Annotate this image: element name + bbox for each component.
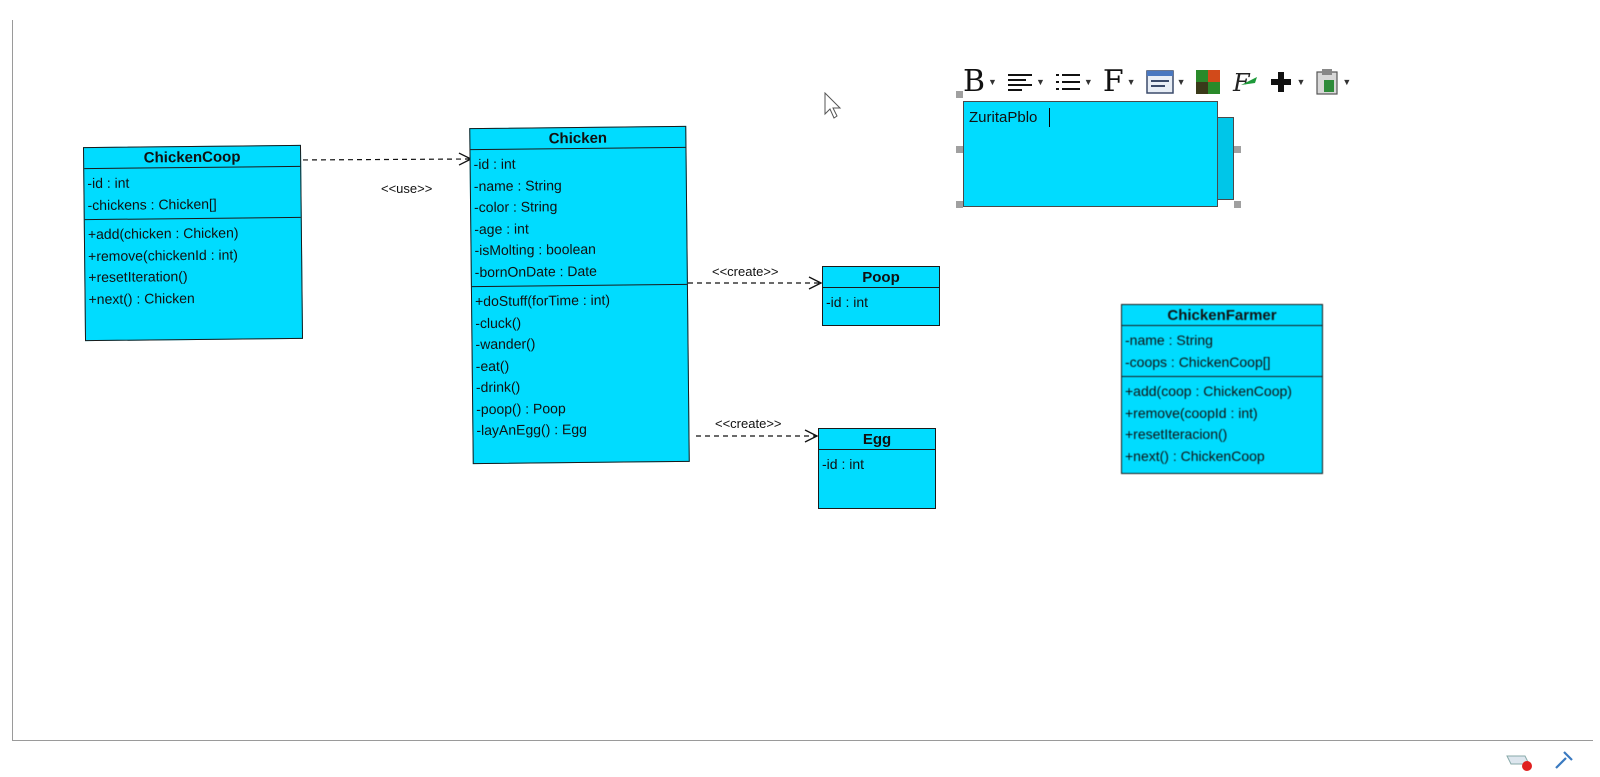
text-caret — [1049, 108, 1050, 127]
create-label-poop: <<create>> — [712, 264, 779, 279]
operation: +next() : ChickenCoop — [1125, 447, 1265, 464]
bold-icon: B — [963, 64, 986, 99]
format-button[interactable]: ▼ — [1145, 70, 1186, 94]
attributes-section: -id : int — [823, 288, 939, 317]
mouse-pointer-icon — [824, 92, 842, 119]
operations-section: +add(coop : ChickenCoop) +remove(coopId … — [1122, 377, 1322, 470]
attribute: -bornOnDate : Date — [474, 262, 597, 280]
chevron-down-icon: ▼ — [1035, 77, 1045, 87]
class-name: ChickenFarmer — [1122, 305, 1322, 326]
diagram-canvas[interactable] — [12, 20, 1593, 741]
list-button[interactable]: ▼ — [1055, 71, 1093, 93]
attribute: -id : int — [822, 456, 865, 472]
operations-section: +add(chicken : Chicken) +remove(chickenI… — [85, 218, 302, 313]
note-element[interactable]: ZuritaPblo — [963, 101, 1218, 207]
chevron-down-icon: ▼ — [1296, 77, 1306, 87]
svg-text:F: F — [1232, 69, 1251, 95]
operation: -drink() — [475, 378, 521, 396]
resize-handle-bl[interactable] — [956, 201, 963, 208]
operation: -eat() — [475, 357, 510, 374]
style-icon: F — [1232, 69, 1258, 95]
operation: +resetIteracion() — [1125, 426, 1228, 442]
operation: -cluck() — [475, 314, 522, 331]
attribute: -color : String — [473, 198, 558, 216]
color-icon — [1196, 70, 1221, 94]
operation: +resetIteration() — [88, 268, 188, 286]
attribute: -id : int — [473, 155, 516, 173]
font-icon: F — [1102, 64, 1124, 99]
pin-icon[interactable] — [1552, 748, 1576, 772]
class-name: Egg — [819, 429, 935, 450]
resize-handle-ml[interactable] — [956, 146, 963, 153]
text-format-toolbar: B ▼ ▼ ▼ F ▼ ▼ — [963, 62, 1433, 102]
operation: +add(coop : ChickenCoop) — [1125, 383, 1292, 399]
font-button[interactable]: F ▼ — [1103, 67, 1136, 97]
paste-icon — [1316, 69, 1339, 95]
attributes-section: -name : String -coops : ChickenCoop[] — [1122, 326, 1322, 377]
class-poop[interactable]: Poop -id : int — [822, 266, 940, 326]
operations-section: +doStuff(forTime : int) -cluck() -wander… — [472, 285, 689, 445]
resize-handle-br[interactable] — [1234, 201, 1241, 208]
resize-handle-tl[interactable] — [956, 91, 963, 98]
class-chickenfarmer[interactable]: ChickenFarmer -name : String -coops : Ch… — [1121, 304, 1323, 474]
class-chickencoop[interactable]: ChickenCoop -id : int -chickens : Chicke… — [82, 144, 304, 342]
chevron-down-icon: ▼ — [988, 77, 997, 87]
attribute: -isMolting : boolean — [474, 240, 597, 259]
operation: -wander() — [475, 335, 536, 353]
use-label: <<use>> — [381, 181, 433, 196]
style-button[interactable]: F — [1231, 69, 1259, 95]
class-egg[interactable]: Egg -id : int — [818, 428, 936, 509]
format-icon — [1145, 70, 1174, 94]
resize-handle-mr[interactable] — [1234, 146, 1241, 153]
operation: +doStuff(forTime : int) — [474, 291, 611, 310]
class-name: Poop — [823, 267, 939, 288]
note-text[interactable]: ZuritaPblo — [969, 109, 1038, 126]
chevron-down-icon: ▼ — [1342, 77, 1352, 87]
operation: +remove(coopId : int) — [1125, 404, 1258, 421]
add-icon — [1271, 72, 1292, 92]
color-button[interactable] — [1195, 69, 1221, 95]
attribute: -id : int — [826, 294, 869, 310]
attribute: -chickens : Chicken[] — [87, 195, 217, 213]
attributes-section: -id : int -name : String -color : String… — [470, 147, 687, 288]
class-name: ChickenCoop — [84, 145, 301, 170]
operation: +next() : Chicken — [88, 289, 195, 307]
attribute: -name : String — [473, 176, 562, 194]
align-button[interactable]: ▼ — [1007, 71, 1045, 93]
operation: +remove(chickenId : int) — [88, 246, 238, 264]
attribute: -id : int — [87, 174, 130, 192]
operation: -layAnEgg() : Egg — [476, 420, 587, 439]
note-fold — [1218, 117, 1234, 200]
attribute: -name : String — [1125, 332, 1213, 348]
attribute: -age : int — [474, 220, 529, 237]
chevron-down-icon: ▼ — [1083, 77, 1093, 87]
operation: +add(chicken : Chicken) — [87, 224, 239, 243]
attributes-section: -id : int — [819, 450, 935, 479]
list-icon — [1055, 74, 1080, 90]
attribute: -coops : ChickenCoop[] — [1125, 353, 1271, 370]
class-chicken[interactable]: Chicken -id : int -name : String -color … — [469, 125, 690, 465]
tray-app-icon[interactable] — [1505, 750, 1535, 772]
class-name: Chicken — [470, 126, 686, 151]
operation: -poop() : Poop — [476, 399, 566, 417]
paste-button[interactable]: ▼ — [1315, 68, 1351, 96]
create-label-egg: <<create>> — [715, 416, 782, 431]
attributes-section: -id : int -chickens : Chicken[] — [84, 166, 301, 221]
add-button[interactable]: ▼ — [1269, 70, 1305, 94]
chevron-down-icon: ▼ — [1126, 77, 1136, 87]
align-icon — [1007, 74, 1032, 91]
bold-button[interactable]: B ▼ — [963, 67, 997, 97]
chevron-down-icon: ▼ — [1176, 77, 1186, 87]
edge-coop-to-chicken[interactable] — [293, 159, 471, 160]
